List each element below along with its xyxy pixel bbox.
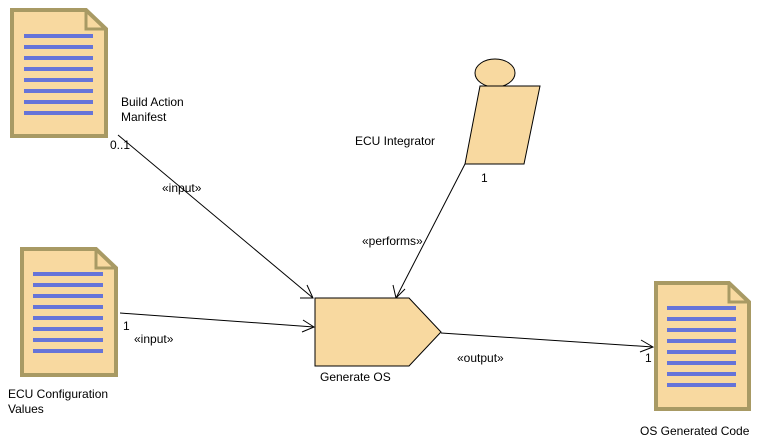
task-label: Generate OS (320, 370, 391, 384)
manifest-document-icon (10, 8, 108, 138)
generate-os-task-icon (314, 297, 442, 367)
edge-output (440, 332, 655, 353)
edge-config-input (119, 312, 316, 333)
manifest-label-line2: Manifest (121, 110, 167, 124)
config-document-icon (20, 247, 118, 377)
edge-performs (392, 163, 466, 299)
config-multiplicity: 1 (123, 319, 130, 333)
os-code-document-icon (654, 281, 751, 411)
output-stereotype: «output» (457, 351, 504, 365)
edge-manifest-input (117, 134, 314, 299)
config-input-stereotype: «input» (134, 332, 174, 346)
config-label-line2: Values (8, 402, 44, 416)
manifest-input-stereotype: «input» (162, 181, 202, 195)
os-code-label: OS Generated Code (640, 424, 750, 438)
output-multiplicity: 1 (645, 351, 652, 365)
config-label-line1: ECU Configuration (8, 387, 108, 401)
integrator-multiplicity: 1 (481, 171, 488, 185)
performs-stereotype: «performs» (362, 234, 423, 248)
integrator-label: ECU Integrator (355, 134, 435, 148)
manifest-multiplicity: 0..1 (110, 138, 130, 152)
manifest-label-line1: Build Action (121, 95, 184, 109)
integrator-role-icon (464, 58, 541, 165)
